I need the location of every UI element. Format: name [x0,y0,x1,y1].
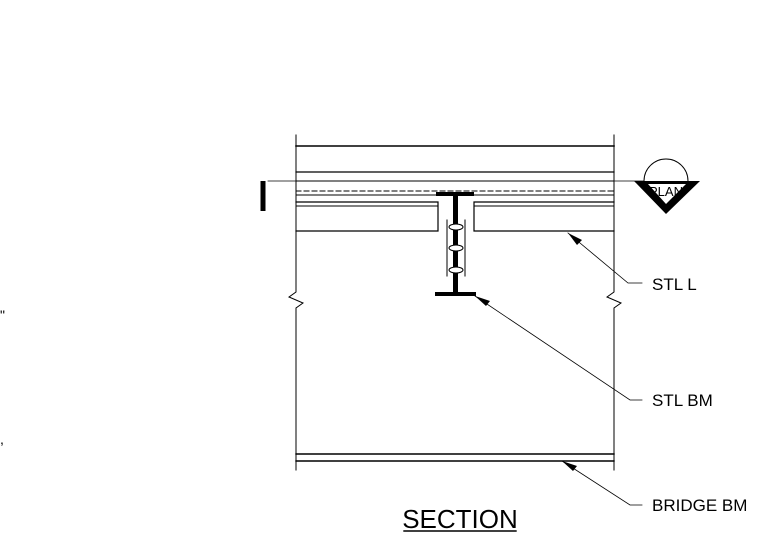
section-marker-label: PLAN [649,184,683,199]
bridge-bm-leader [561,460,643,506]
stl-bm-leader [474,295,643,401]
beam-bolts [446,219,466,277]
edge-mark-upper: " [0,307,5,323]
stl-l-label: STL L [652,275,697,294]
left-vertical-bound [287,134,305,471]
edge-mark-lower: , [0,431,4,447]
stl-bm-label: STL BM [652,391,713,410]
right-vertical-bound [605,134,623,471]
stl-l-arrowhead [568,233,582,245]
right-steel-angle [473,201,615,232]
stl-l-leader [567,232,643,284]
left-steel-angle [295,201,439,232]
stl-bm-arrowhead [475,296,490,306]
section-marker-arrow-inner [648,184,686,204]
steel-beam [435,192,476,296]
bridge-bm-label: BRIDGE BM [652,496,747,515]
bridge-bm-arrowhead [562,461,577,471]
drawing-title: SECTION [402,504,518,534]
